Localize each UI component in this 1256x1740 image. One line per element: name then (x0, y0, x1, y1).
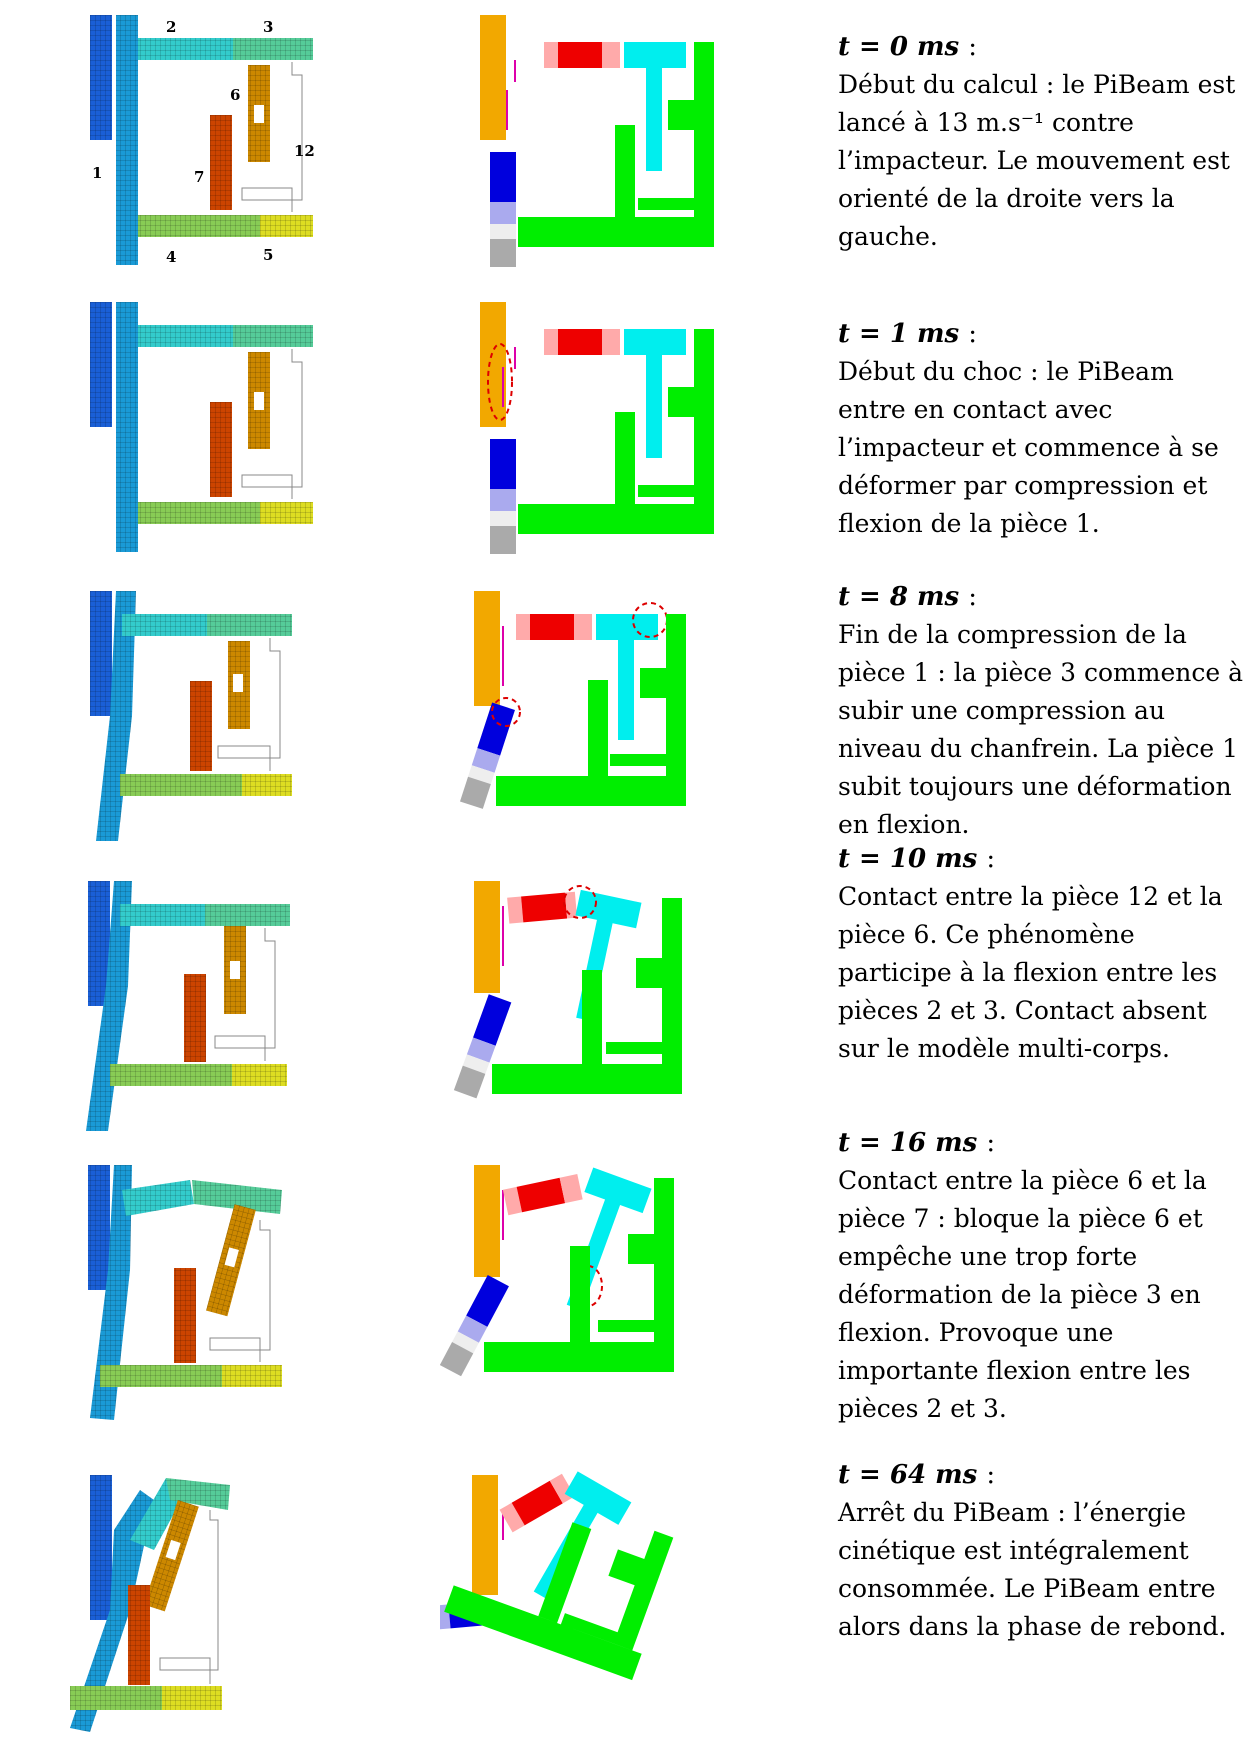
fem-model-view-t64 (70, 1470, 370, 1740)
caption-t0: t = 0 ms : Début du calcul : le PiBeam e… (838, 28, 1248, 256)
colon: : (986, 844, 995, 874)
colon: : (968, 32, 977, 62)
fem-model-view-t10 (70, 876, 370, 1146)
time-label: t = 16 ms (838, 1128, 977, 1158)
fem-parts (90, 15, 313, 265)
colon: : (968, 319, 977, 349)
fem-model-view-t1 (70, 297, 370, 567)
multibody-view-t8 (440, 586, 760, 856)
fem-model-view-t0: 1 2 3 4 5 6 7 12 (70, 10, 370, 280)
colon: : (986, 1460, 995, 1490)
caption-text: Fin de la compression de la pièce 1 : la… (838, 616, 1248, 844)
label-part-7: 7 (194, 168, 204, 186)
caption-t64: t = 64 ms : Arrêt du PiBeam : l’énergie … (838, 1456, 1248, 1646)
label-part-6: 6 (230, 86, 240, 104)
row-t1: t = 1 ms : Début du choc : le PiBeam ent… (0, 297, 1256, 567)
fem-model-view-t16 (70, 1160, 370, 1430)
row-t10: t = 10 ms : Contact entre la pièce 12 et… (0, 876, 1256, 1146)
time-label: t = 8 ms (838, 582, 959, 612)
multibody-view-t16 (440, 1160, 760, 1430)
row-t64: t = 64 ms : Arrêt du PiBeam : l’énergie … (0, 1470, 1256, 1740)
label-part-1: 1 (92, 164, 102, 182)
caption-text: Contact entre la pièce 6 et la pièce 7 :… (838, 1162, 1248, 1428)
label-part-12: 12 (294, 142, 315, 160)
caption-t10: t = 10 ms : Contact entre la pièce 12 et… (838, 840, 1248, 1068)
time-label: t = 1 ms (838, 319, 959, 349)
caption-t16: t = 16 ms : Contact entre la pièce 6 et … (838, 1124, 1248, 1428)
label-part-4: 4 (166, 248, 176, 266)
caption-text: Début du calcul : le PiBeam est lancé à … (838, 66, 1248, 256)
label-part-3: 3 (263, 18, 273, 36)
time-label: t = 64 ms (838, 1460, 977, 1490)
time-label: t = 10 ms (838, 844, 977, 874)
row-t0: 1 2 3 4 5 6 7 12 t = 0 ms : Début du cal… (0, 10, 1256, 280)
multibody-view-t0 (440, 10, 760, 280)
colon: : (968, 582, 977, 612)
caption-t1: t = 1 ms : Début du choc : le PiBeam ent… (838, 315, 1248, 543)
caption-text: Arrêt du PiBeam : l’énergie cinétique es… (838, 1494, 1248, 1646)
caption-t8: t = 8 ms : Fin de la compression de la p… (838, 578, 1248, 844)
fem-model-view-t8 (70, 586, 370, 856)
caption-text: Contact entre la pièce 12 et la pièce 6.… (838, 878, 1248, 1068)
label-part-5: 5 (263, 246, 273, 264)
time-label: t = 0 ms (838, 32, 959, 62)
label-part-2: 2 (166, 18, 176, 36)
caption-text: Début du choc : le PiBeam entre en conta… (838, 353, 1248, 543)
colon: : (986, 1128, 995, 1158)
row-t8: t = 8 ms : Fin de la compression de la p… (0, 586, 1256, 856)
multibody-view-t64 (440, 1470, 760, 1740)
row-t16: t = 16 ms : Contact entre la pièce 6 et … (0, 1160, 1256, 1430)
multibody-view-t1 (440, 297, 760, 567)
multibody-view-t10 (440, 876, 760, 1146)
